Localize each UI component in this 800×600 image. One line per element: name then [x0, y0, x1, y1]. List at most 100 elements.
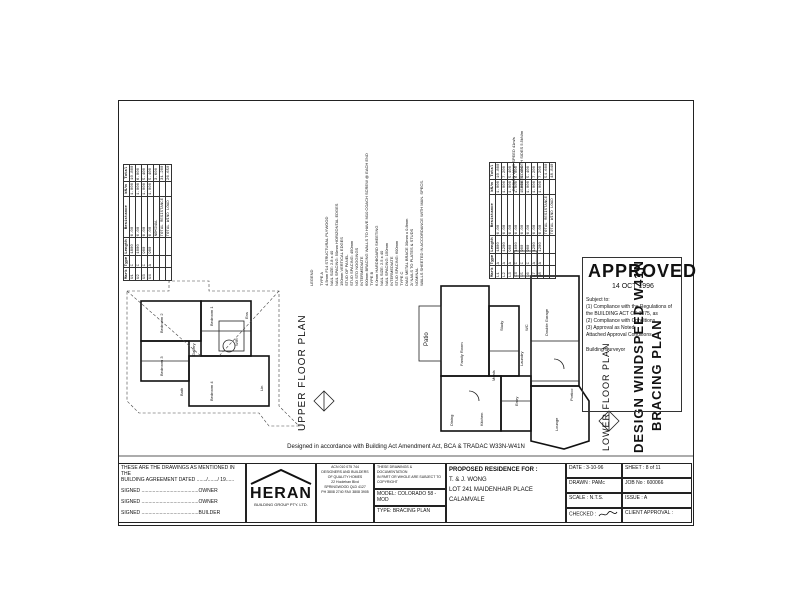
room-bedroom-2: Bedroom 2	[159, 313, 164, 333]
room-lin: Lin	[259, 385, 264, 391]
legend-line: WALLS SHEETED IN ACCORDANCE WITH MAN. SP…	[419, 179, 424, 286]
company-detail: DESIGNERS AND BUILDERS OF QUALITY HOMES	[321, 470, 369, 479]
company-name: HERAN	[250, 485, 312, 502]
stamp-subject-to: Subject to:	[586, 297, 610, 303]
company-detail: 22 Hoolehan Blvd	[331, 480, 359, 484]
agreement-block: THESE ARE THE DRAWINGS AS MENTIONED IN T…	[118, 463, 246, 523]
scale-cell: SCALE : N.T.S.	[566, 493, 622, 508]
table-cell: TOTAL WIND LOAD	[549, 194, 556, 236]
lower-floor-plan	[418, 250, 590, 450]
room-wir: WIR	[234, 338, 239, 346]
room-garage: Double Garage	[544, 308, 549, 336]
type-label: TYPE:	[377, 508, 392, 514]
stamp-line: (1) Compliance with the Regulations of t…	[586, 304, 672, 317]
room-bedroom-3: Bedroom 3	[159, 356, 164, 376]
table-cell	[165, 267, 172, 281]
copyright-text: IN PART OR WHOLE ARE SUBJECT TO	[377, 475, 441, 479]
stamp-line: (3) Approval as Noted	[586, 325, 635, 331]
model-value: COLORADO 58 - MOD	[377, 491, 437, 503]
legend-notes: TYPE A 4.5mm F14 STRUCTURAL PLYWOOD NAIL…	[319, 106, 424, 286]
room-lounge: Lounge	[554, 417, 559, 431]
sheet-label: SHEET :	[625, 465, 645, 471]
company-detail: ACN 010 075 744	[331, 465, 359, 469]
client-approval-label: CLIENT APPROVAL :	[625, 510, 673, 516]
table-cell	[165, 181, 172, 197]
table-cell	[165, 237, 172, 256]
table-cell: 48.840	[549, 162, 556, 180]
job-cell: JOB No : 600066	[622, 478, 692, 493]
stamp-conditions: Subject to: (1) Compliance with the Regu…	[586, 297, 678, 354]
table-cell	[549, 265, 556, 279]
model-label: MODEL:	[377, 491, 397, 497]
approval-stamp: APPROVED 14 OCT 1996 Subject to: (1) Com…	[582, 257, 696, 412]
north-arrow-lower	[598, 410, 620, 432]
signed-owner: SIGNED .................................…	[121, 499, 218, 505]
footnote-2: SHEETED BOTH SIDES 5.5kN/m	[519, 130, 524, 191]
drawn-cell: DRAWN : PAMc	[566, 478, 622, 493]
date-cell: DATE : 3-10-96	[566, 463, 622, 478]
job-value: 600066	[646, 480, 664, 486]
footnote-1: DESIGN WIND SPEED 41m/s	[511, 137, 516, 191]
site-suburb: CALAMVALE	[449, 497, 485, 503]
room-patio: Patio	[424, 332, 430, 346]
sheet-cell: SHEET : 8 of 11	[622, 463, 692, 478]
stamp-surveyor: Building Surveyor	[586, 347, 626, 353]
type-value: BRACING PLAN	[392, 508, 431, 514]
issue-value: A	[643, 495, 648, 501]
proposed-label: PROPOSED RESIDENCE FOR :	[449, 467, 538, 473]
table-cell	[549, 179, 556, 195]
stamp-date: 14 OCT 1996	[612, 283, 654, 290]
logo-roof-icon	[250, 468, 312, 485]
designed-note: Designed in accordance with Building Act…	[287, 444, 525, 450]
drawing-sheet: Bedroom 2 Bedroom 1 Bedroom 3 Bedroom 4 …	[118, 100, 694, 526]
room-bedroom-4: Bedroom 4	[209, 381, 214, 401]
type-cell: TYPE: BRACING PLAN	[374, 506, 446, 523]
drawn-label: DRAWN :	[569, 480, 591, 486]
room-ens: Ens	[244, 312, 249, 319]
scale-value: N.T.S.	[589, 495, 604, 501]
signed-owner: SIGNED .................................…	[121, 488, 218, 494]
company-detail: PH 3808 2740 FAX 3808 3905	[321, 490, 369, 494]
sheet-value: 8 of 11	[645, 465, 661, 471]
signed-builder: SIGNED .................................…	[121, 510, 221, 516]
company-logo: HERAN BUILDING GROUP PTY. LTD.	[246, 463, 316, 523]
stamp-line: (2) Compliance with Conditions	[586, 318, 656, 324]
table-cell: TOTAL WIND LOAD	[165, 196, 172, 238]
table-cell	[165, 255, 172, 268]
drawn-value: PAMc	[591, 480, 605, 486]
room-meals: Meals	[491, 370, 496, 381]
room-kitchen: Kitchen	[479, 412, 484, 426]
table-cell	[549, 253, 556, 266]
upper-bracing-table: Mark Type Length Resistance kN/m Total U…	[123, 164, 172, 281]
issue-cell: ISSUE : A	[622, 493, 692, 508]
room-bedroom-1: Bedroom 1	[209, 306, 214, 326]
company-details: ACN 010 075 744 DESIGNERS AND BUILDERS O…	[316, 463, 374, 523]
checked-cell: CHECKED :	[566, 508, 622, 523]
date-label: DATE :	[569, 465, 585, 471]
proposed-residence: PROPOSED RESIDENCE FOR : T. & J. WONG LO…	[446, 463, 566, 523]
table-cell	[549, 235, 556, 254]
room-family: Family Room	[459, 342, 464, 366]
room-entry: Entry	[514, 396, 519, 406]
copyright-block: THESE DRAWINGS & DOCUMENTATION IN PART O…	[374, 463, 446, 489]
upper-floor-title: UPPER FLOOR PLAN	[297, 314, 308, 431]
room-laundry: Laundry	[519, 351, 524, 366]
room-study: Study	[499, 320, 504, 331]
copyright-text: THESE DRAWINGS & DOCUMENTATION	[377, 465, 413, 474]
table-row: TOTAL WIND LOAD 48.840	[549, 162, 556, 279]
company-sub: BUILDING GROUP PTY. LTD.	[254, 502, 308, 507]
scale-label: SCALE :	[569, 495, 589, 501]
model-cell: MODEL: COLORADO 58 - MOD	[374, 489, 446, 506]
site-address: LOT 241 MAIDENHAIR PLACE	[449, 487, 533, 493]
stamp-approved: APPROVED	[588, 261, 698, 281]
title-block: THESE ARE THE DRAWINGS AS MENTIONED IN T…	[118, 463, 692, 523]
room-wc: WC	[524, 324, 529, 331]
agreement-text: BUILDING AGREEMENT DATED ......./.......…	[121, 477, 235, 483]
room-portico: Portico	[569, 388, 574, 401]
upper-floor-plan	[126, 280, 300, 427]
date-value: 3-10-96	[586, 465, 604, 471]
issue-label: ISSUE :	[625, 495, 643, 501]
upper-table: Mark Type Length Resistance kN/m Total U…	[123, 164, 172, 281]
checked-label: CHECKED :	[569, 511, 597, 518]
floor-plans	[119, 250, 693, 457]
